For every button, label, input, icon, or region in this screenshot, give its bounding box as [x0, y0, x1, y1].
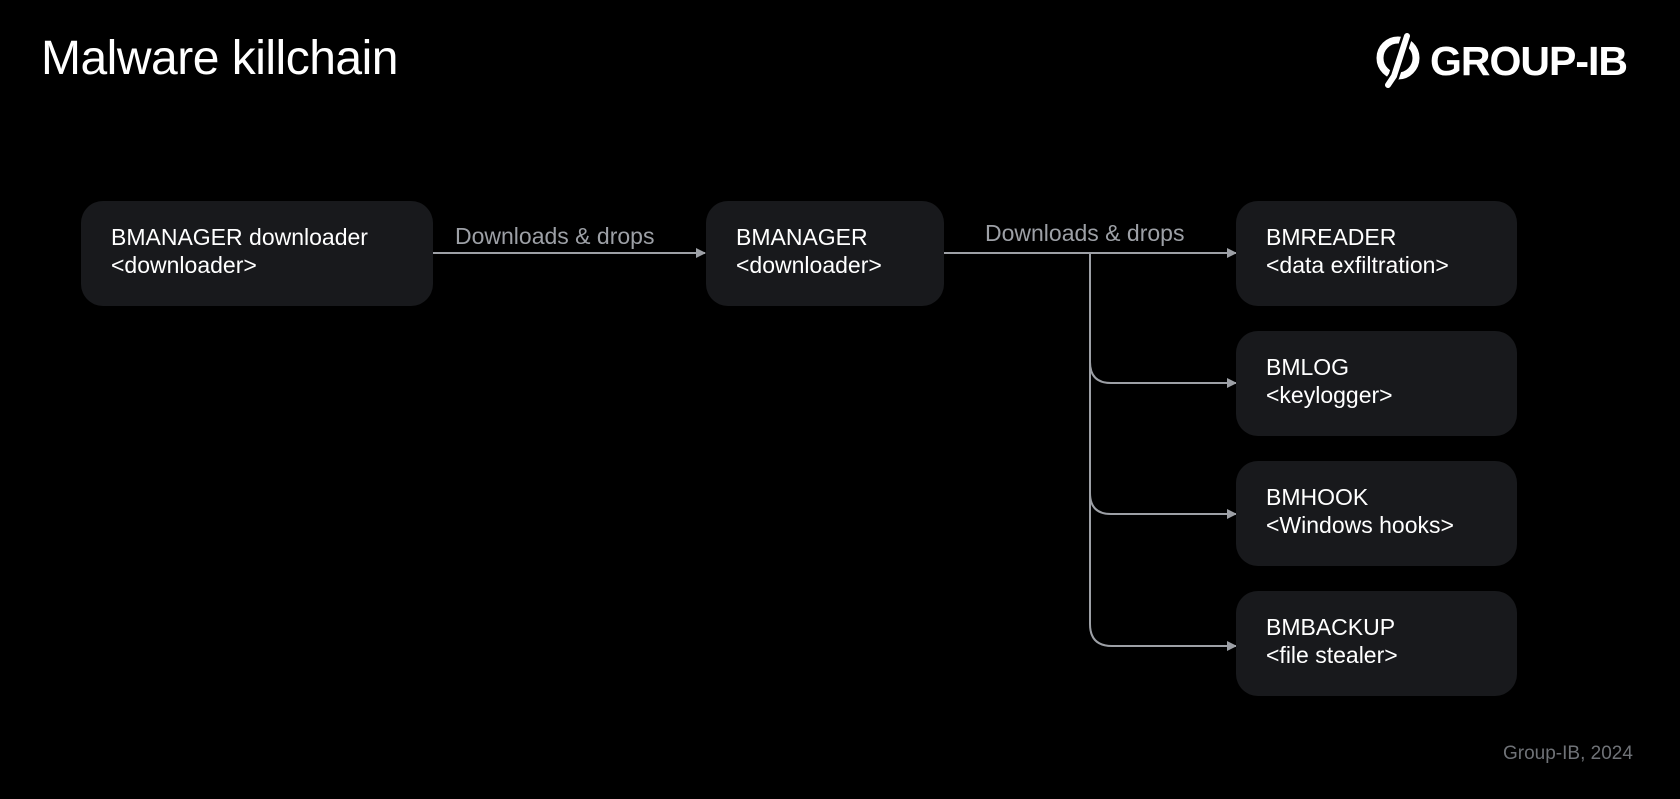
node-name: BMLOG	[1266, 354, 1350, 380]
page-title: Malware killchain	[41, 32, 398, 85]
node-role: <downloader>	[111, 252, 257, 278]
logo-text: GROUP-IB	[1430, 38, 1628, 84]
group-ib-logo-icon	[1376, 33, 1420, 89]
node-name: BMANAGER downloader	[111, 224, 368, 250]
edge-bmanager-to-bmlog	[1089, 253, 1237, 388]
edge-label-1: Downloads & drops	[455, 223, 655, 249]
node-role: <Windows hooks>	[1266, 512, 1454, 538]
node-bmanager-downloader: BMANAGER downloader <downloader>	[81, 201, 433, 306]
node-bmreader: BMREADER <data exfiltration>	[1236, 201, 1517, 306]
node-role: <downloader>	[736, 252, 882, 278]
node-name: BMBACKUP	[1266, 614, 1396, 640]
node-name: BMANAGER	[736, 224, 868, 250]
node-role: <file stealer>	[1266, 642, 1398, 668]
edge-label-2: Downloads & drops	[985, 220, 1185, 246]
node-bmanager: BMANAGER <downloader>	[706, 201, 944, 306]
node-bmbackup: BMBACKUP <file stealer>	[1236, 591, 1517, 696]
node-bmhook: BMHOOK <Windows hooks>	[1236, 461, 1517, 566]
group-ib-logo: GROUP-IB	[1374, 32, 1628, 90]
node-role: <keylogger>	[1266, 382, 1393, 408]
node-name: BMHOOK	[1266, 484, 1369, 510]
edge-bmanager-to-bmbackup	[1089, 253, 1237, 651]
node-bmlog: BMLOG <keylogger>	[1236, 331, 1517, 436]
footer-credit: Group-IB, 2024	[1503, 743, 1633, 764]
node-name: BMREADER	[1266, 224, 1397, 250]
node-role: <data exfiltration>	[1266, 252, 1449, 278]
